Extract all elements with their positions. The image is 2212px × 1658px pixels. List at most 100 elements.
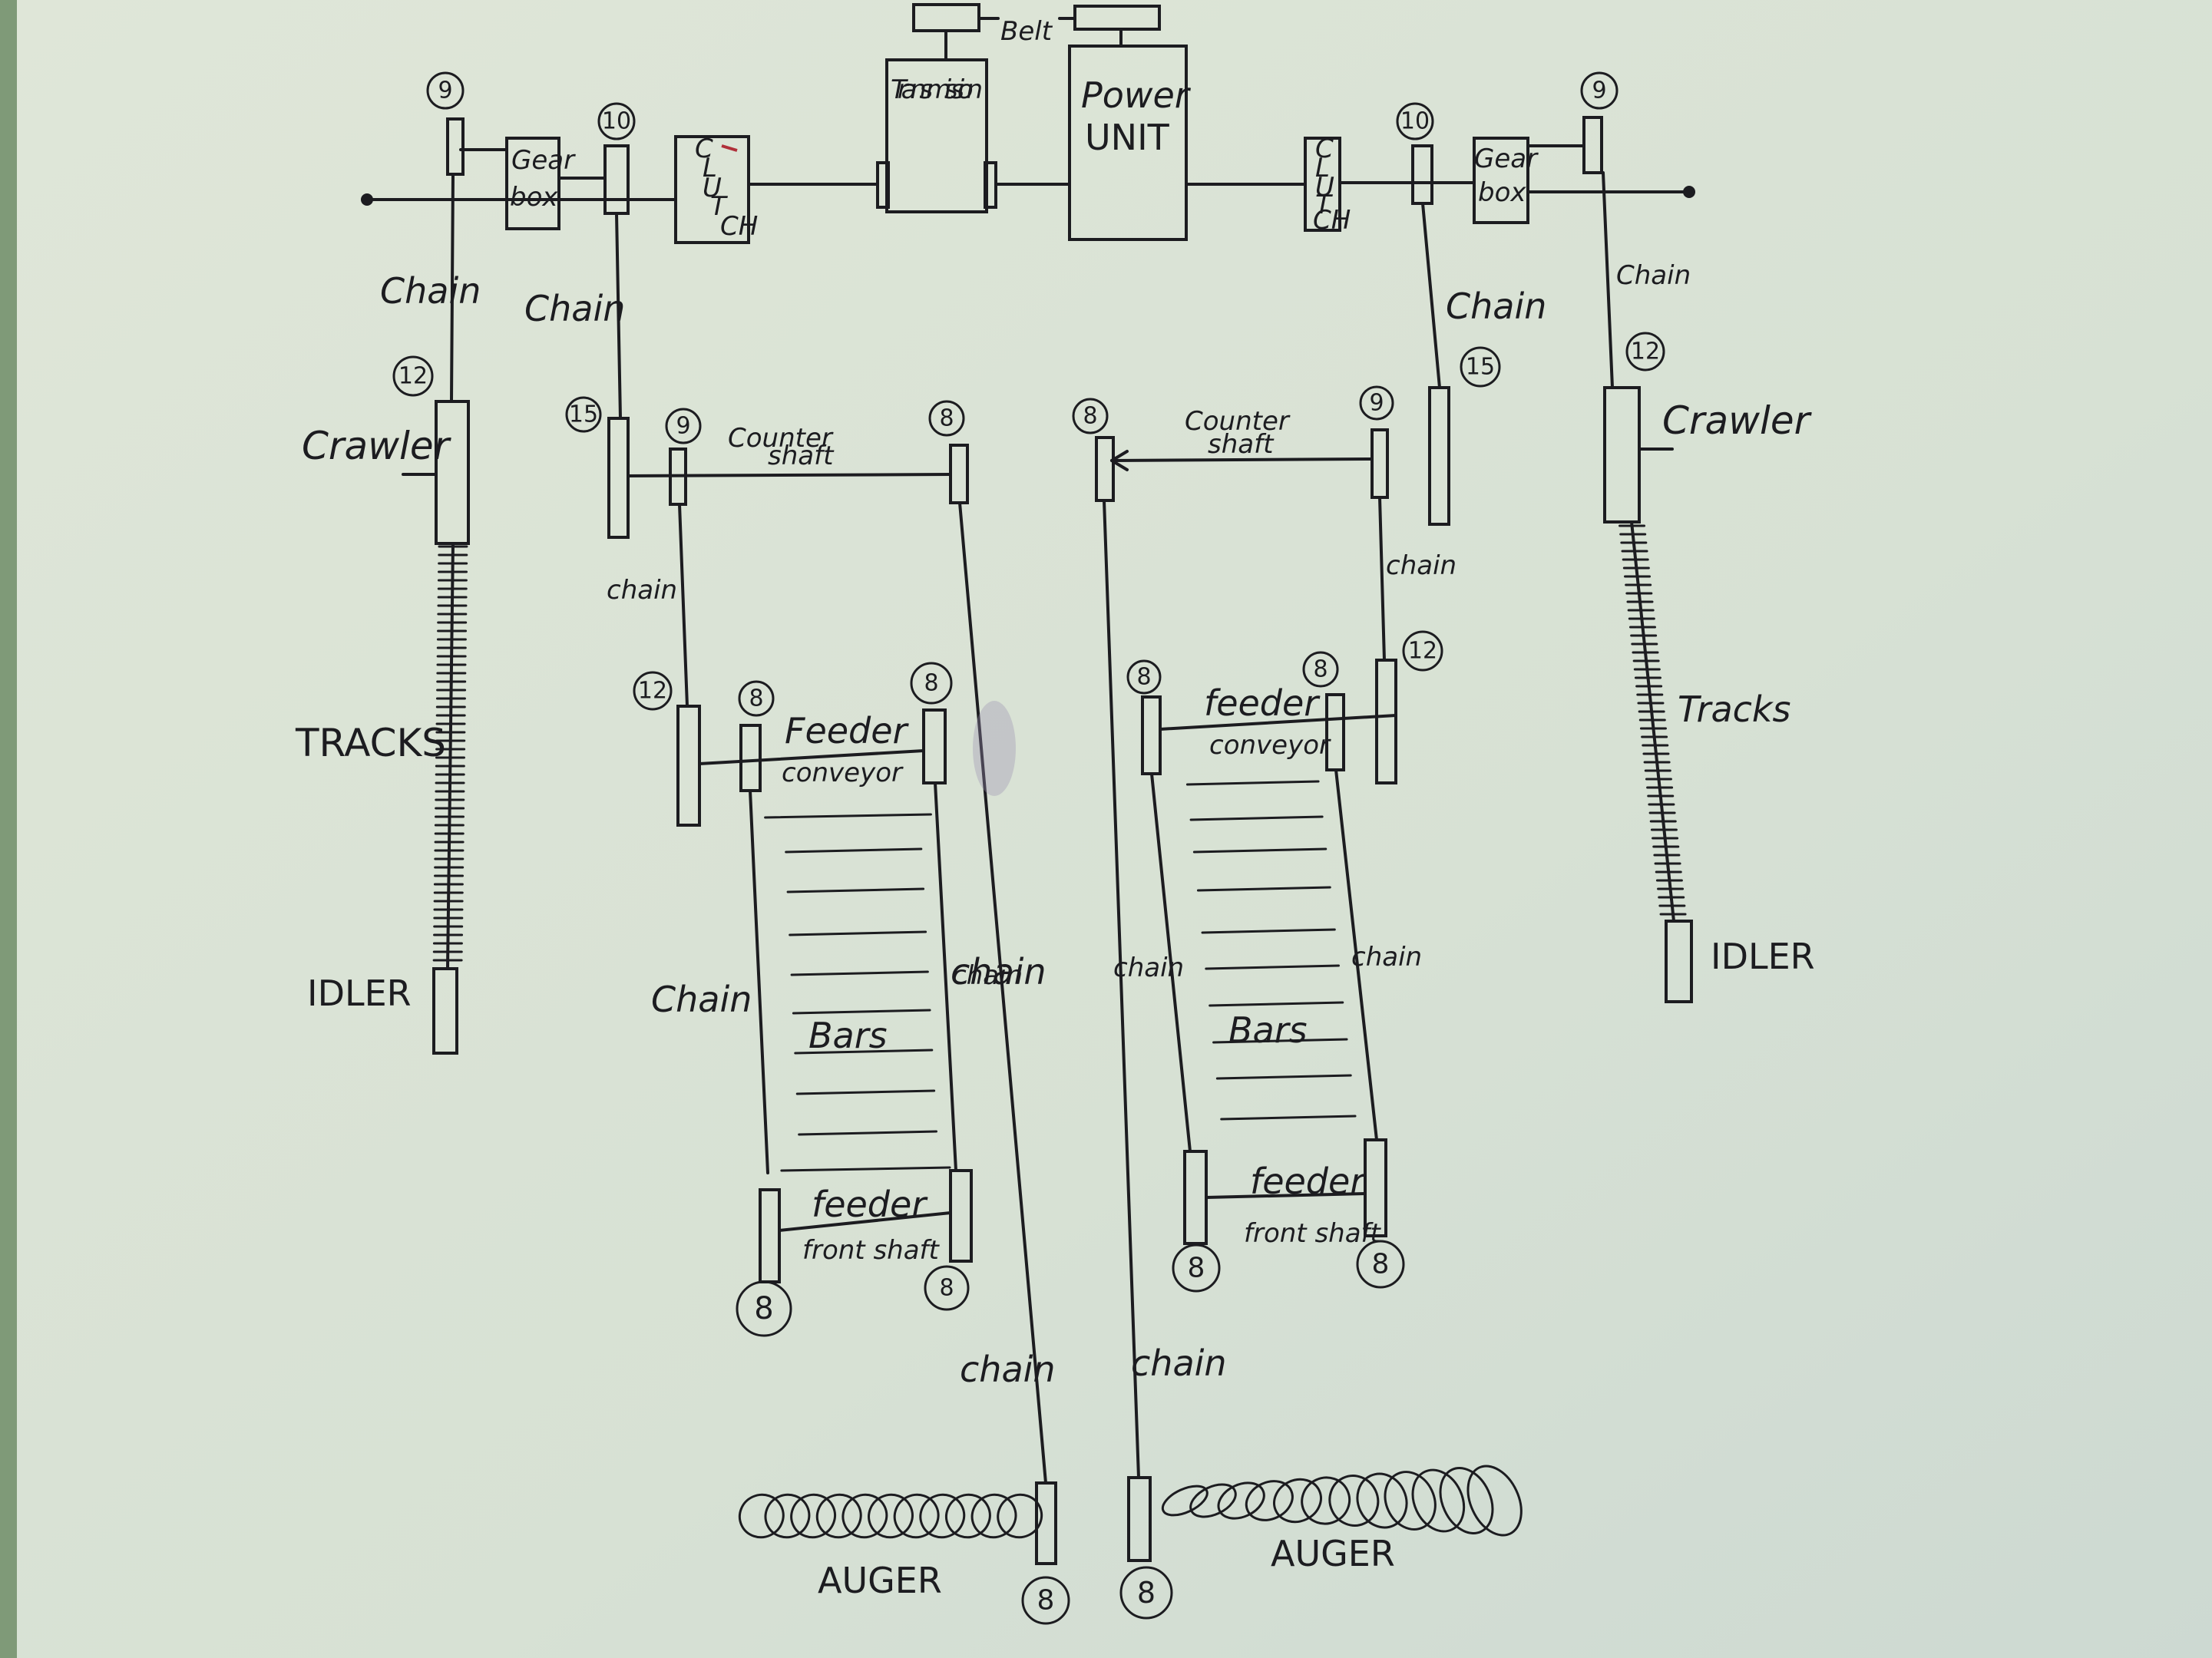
- teeth-right-counter-far: 8: [1083, 403, 1097, 430]
- left-feeder-label-2: conveyor: [782, 758, 904, 788]
- left-clutch-l: L: [703, 153, 717, 183]
- right-counter-label-2: shaft: [1208, 429, 1275, 460]
- right-counter-shaft: [1110, 457, 1374, 462]
- left-front-shaft: [778, 1211, 952, 1232]
- right-conveyor-bar: [1192, 847, 1328, 854]
- right-auger-coil: [1328, 1475, 1380, 1527]
- left-gearbox-label-2: box: [510, 182, 558, 213]
- left-clutch: [674, 135, 750, 244]
- right-clutch-c: C: [1315, 134, 1334, 164]
- teeth-left-crawler: 12: [398, 363, 428, 390]
- teeth-right-feeder-in: 12: [1408, 638, 1437, 665]
- right-crawler-chain: [1602, 171, 1614, 389]
- power-unit-label-1: Power: [1081, 74, 1192, 116]
- left-conveyor-bar: [780, 1166, 951, 1172]
- teeth-left-front-b: 8: [939, 1275, 954, 1302]
- right-tracks-label: Tracks: [1678, 689, 1791, 730]
- right-auger-coil: [1189, 1483, 1237, 1518]
- left-auger-coil: [945, 1493, 991, 1539]
- left-idler-label: IDLER: [307, 973, 412, 1014]
- right-front-sprocket-b: [1364, 1138, 1387, 1237]
- right-auger-coil: [1273, 1478, 1322, 1524]
- left-auger-coil: [893, 1493, 940, 1539]
- left-auger-chain-label-lower: chain: [960, 1349, 1056, 1390]
- left-counter-shaft: [627, 473, 952, 477]
- left-conveyor-bar: [786, 887, 925, 893]
- left-clutch-c: C: [695, 134, 713, 164]
- left-counter-label-1: Counter: [728, 423, 834, 454]
- left-clutch-u: U: [703, 173, 722, 203]
- left-auger-coil: [841, 1493, 888, 1539]
- left-clutch-ch: CH: [720, 211, 758, 242]
- left-conveyor-bar: [792, 1009, 931, 1015]
- left-clutch-t: T: [710, 191, 728, 222]
- right-gearbox-sprocket: [1582, 116, 1603, 174]
- right-auger-coil: [1466, 1465, 1523, 1537]
- right-front-shaft: [1205, 1192, 1367, 1199]
- left-auger-coil: [970, 1493, 1017, 1539]
- left-conveyor-chain-b: [934, 781, 957, 1172]
- right-conveyor-bar: [1220, 1115, 1357, 1121]
- right-feeder-chain-label: chain: [1386, 550, 1456, 581]
- right-conveyor-bar: [1205, 964, 1340, 970]
- left-counter-chain: [615, 212, 622, 420]
- belt-assembly: Belt: [912, 3, 1161, 61]
- right-auger-coil: [1356, 1472, 1408, 1529]
- right-auger-chain-label-lower: chain: [1131, 1343, 1227, 1384]
- left-feeder-chain: [678, 503, 689, 708]
- teeth-left-auger: 8: [1037, 1585, 1055, 1617]
- right-auger-coil: [1411, 1468, 1466, 1533]
- right-auger-coil: [1161, 1485, 1208, 1517]
- left-conveyor-bar: [795, 1089, 936, 1095]
- right-conveyor-bars: [1185, 780, 1357, 1121]
- left-conveyor-bars: [764, 813, 951, 1172]
- right-auger-chain: [1103, 499, 1140, 1479]
- left-feeder-sprocket-12: [676, 705, 701, 827]
- teeth-right-auger: 8: [1137, 1576, 1156, 1610]
- left-front-sprocket-b: [949, 1169, 973, 1263]
- teeth-right-clutch-out: 10: [1400, 108, 1430, 135]
- left-conveyor-chain-label-a: Chain: [651, 979, 752, 1020]
- right-idler-label: IDLER: [1711, 936, 1815, 977]
- ink-smudge: [973, 701, 1016, 796]
- right-gearbox-label-2: box: [1478, 177, 1526, 208]
- teeth-left-counter-in: 15: [569, 401, 598, 428]
- left-counter-label-2: shaft: [768, 441, 835, 471]
- left-bars-label: Bars: [808, 1015, 888, 1056]
- left-conveyor-chain-a: [749, 789, 769, 1174]
- right-counter-label-1: Counter: [1185, 406, 1291, 437]
- left-gearbox-label-1: Gear: [511, 145, 576, 176]
- right-clutch-t: T: [1315, 190, 1333, 220]
- right-feeder-label-1: feeder: [1204, 682, 1321, 724]
- left-auger-chain: [958, 501, 1047, 1485]
- left-auger-label: AUGER: [818, 1560, 942, 1601]
- right-auger-flighting: [1161, 1465, 1523, 1537]
- left-counter-sprocket-15: [607, 417, 630, 539]
- teeth-left-front-a: 8: [754, 1291, 773, 1326]
- teeth-right-front-a: 8: [1188, 1253, 1205, 1284]
- left-feeder-label-1: Feeder: [785, 710, 910, 751]
- left-crawler-label: Crawler: [302, 424, 452, 468]
- teeth-right-front-b: 8: [1372, 1249, 1390, 1280]
- left-auger-flighting: [738, 1493, 1043, 1539]
- left-idler: [432, 967, 458, 1055]
- right-clutch-l: L: [1315, 153, 1330, 183]
- left-track-teeth: [432, 545, 468, 962]
- right-counter-sprocket-15: [1428, 386, 1450, 526]
- left-conveyor-bar: [789, 930, 927, 936]
- right-conveyor-bar: [1196, 886, 1331, 892]
- left-auger-chain-label-upper: chain: [951, 951, 1046, 992]
- transmission-label: Transmission: [891, 74, 983, 105]
- teeth-right-crawler: 12: [1631, 339, 1660, 365]
- right-conveyor-chain-b: [1334, 768, 1378, 1141]
- left-auger-coil: [764, 1493, 811, 1539]
- right-auger-coil: [1439, 1467, 1494, 1534]
- right-clutch: [1304, 137, 1341, 232]
- belt-label: Belt: [1000, 16, 1053, 47]
- right-gearbox-label-1: Gear: [1474, 144, 1539, 174]
- left-auger-coil: [815, 1493, 862, 1539]
- left-crawler-chain-label: Chain: [380, 270, 481, 312]
- right-conveyor-bar: [1185, 780, 1320, 786]
- right-conveyor-bar: [1201, 928, 1336, 934]
